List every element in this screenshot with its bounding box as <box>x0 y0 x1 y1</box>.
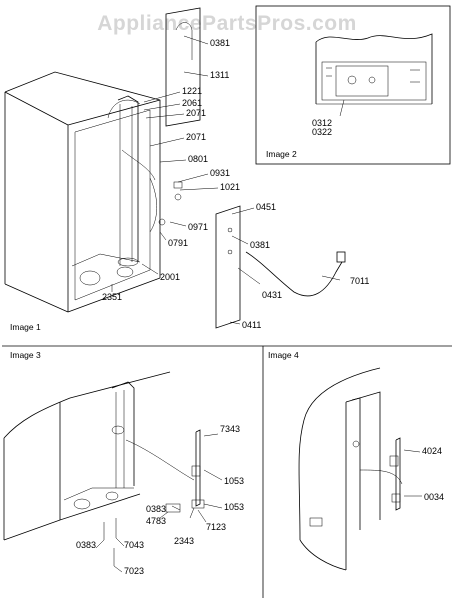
part-label: 0383 <box>76 540 96 550</box>
image3-drawing <box>3 371 223 573</box>
part-label: 0411 <box>242 320 261 330</box>
image4-caption: Image 4 <box>268 350 299 360</box>
part-label: 0034 <box>424 492 444 502</box>
part-label: 2351 <box>102 292 122 302</box>
panel-frames <box>2 5 452 598</box>
image1-labels: 0381 1311 1221 2061 2071 2071 0801 0931 … <box>102 38 369 330</box>
image3-labels: 7343 1053 0383 4783 1053 7123 2343 0383 … <box>76 424 244 576</box>
part-label: 7023 <box>124 566 144 576</box>
image2-frame <box>255 5 451 165</box>
part-label: 2071 <box>186 108 206 118</box>
part-label: 7123 <box>206 522 226 532</box>
part-label: 7343 <box>220 424 240 434</box>
part-label: 2343 <box>174 536 194 546</box>
image2-drawing <box>315 33 433 117</box>
part-label: 0431 <box>262 290 282 300</box>
image4-labels: 4024 0034 <box>422 446 444 502</box>
watermark-text: AppliancePartsPros.com <box>97 12 357 35</box>
part-label: 1221 <box>182 86 202 96</box>
part-label: 1021 <box>220 182 240 192</box>
part-label: 1053 <box>224 502 244 512</box>
part-label: 2061 <box>182 98 202 108</box>
part-label: 7011 <box>350 276 369 286</box>
image2-caption: Image 2 <box>266 149 297 159</box>
part-label: 2071 <box>186 132 206 142</box>
part-label: 0312 <box>312 118 332 128</box>
part-label: 0971 <box>188 222 208 232</box>
image2-labels: 0312 0322 <box>312 118 332 137</box>
part-label: 1311 <box>210 70 229 80</box>
part-label: 0791 <box>168 238 188 248</box>
image1-caption: Image 1 <box>10 322 41 332</box>
image1-drawing <box>4 7 346 329</box>
part-label: 0322 <box>312 127 332 137</box>
part-label: 2001 <box>160 272 180 282</box>
part-label: 0451 <box>256 202 276 212</box>
part-label: 1053 <box>224 476 244 486</box>
part-label: 7043 <box>124 540 144 550</box>
part-label: 0381 <box>250 240 270 250</box>
part-label: 0383 <box>146 504 166 514</box>
image4-drawing <box>298 367 422 571</box>
part-label: 4783 <box>146 516 166 526</box>
part-label: 0801 <box>188 154 208 164</box>
image3-caption: Image 3 <box>10 350 41 360</box>
part-label: 0381 <box>210 38 230 48</box>
part-label: 0931 <box>210 168 230 178</box>
part-label: 4024 <box>422 446 442 456</box>
